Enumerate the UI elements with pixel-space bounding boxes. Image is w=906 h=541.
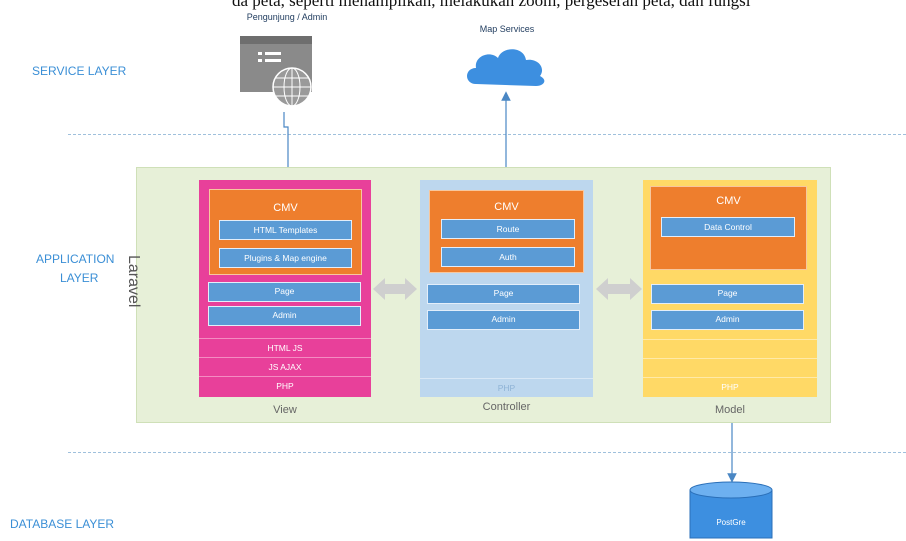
view-column: CMV HTML Templates Plugins & Map engine … bbox=[199, 180, 371, 397]
database-label: PostGre bbox=[716, 518, 746, 527]
view-cmv-title: CMV bbox=[273, 202, 298, 214]
view-band-html-js: HTML JS bbox=[199, 338, 371, 356]
model-label: Model bbox=[715, 404, 745, 416]
service-layer-label: SERVICE LAYER bbox=[32, 64, 127, 78]
controller-cmv: CMV Route Auth bbox=[429, 190, 584, 273]
laravel-label: Laravel bbox=[125, 255, 142, 308]
model-cmv: CMV Data Control bbox=[650, 186, 807, 270]
double-arrow-icon bbox=[373, 278, 417, 300]
auth-item: Auth bbox=[441, 247, 575, 267]
top-text: da peta, seperti menampilkan, melakukan … bbox=[232, 0, 751, 10]
controller-column: CMV Route Auth Page Admin PHP bbox=[420, 180, 593, 397]
double-arrow-icon-2 bbox=[596, 278, 642, 300]
model-admin-item: Admin bbox=[651, 310, 804, 330]
user-label: Pengunjung / Admin bbox=[246, 12, 328, 22]
user-to-view-arrow bbox=[283, 112, 293, 183]
model-column: CMV Data Control Page Admin PHP bbox=[643, 180, 817, 397]
database-layer-label: DATABASE LAYER bbox=[10, 517, 115, 531]
model-cmv-title: CMV bbox=[716, 195, 741, 207]
data-control-item: Data Control bbox=[661, 217, 795, 237]
controller-band-php: PHP bbox=[420, 378, 593, 396]
view-cmv: CMV HTML Templates Plugins & Map engine bbox=[209, 189, 362, 275]
service-application-divider bbox=[68, 134, 906, 135]
application-database-divider bbox=[68, 452, 906, 453]
controller-page-item: Page bbox=[427, 284, 580, 304]
map-services-label: Map Services bbox=[479, 24, 535, 34]
model-band-empty-1 bbox=[643, 339, 817, 357]
plugins-map-engine-item: Plugins & Map engine bbox=[219, 248, 352, 268]
controller-admin-item: Admin bbox=[427, 310, 580, 330]
view-band-js-ajax: JS AJAX bbox=[199, 357, 371, 375]
cloud-icon bbox=[467, 49, 545, 86]
view-band-php: PHP bbox=[199, 376, 371, 394]
html-templates-item: HTML Templates bbox=[219, 220, 352, 240]
controller-cmv-title: CMV bbox=[494, 201, 519, 213]
top-cutoff-text: da peta, seperti menampilkan, melakukan … bbox=[0, 0, 906, 20]
application-layer-label-line1: APPLICATION bbox=[36, 252, 115, 266]
route-item: Route bbox=[441, 219, 575, 239]
view-admin-item: Admin bbox=[208, 306, 361, 326]
model-band-php: PHP bbox=[643, 377, 817, 395]
controller-label: Controller bbox=[482, 401, 531, 413]
model-band-empty-2 bbox=[643, 358, 817, 376]
model-page-item: Page bbox=[651, 284, 804, 304]
application-layer-label-line2: LAYER bbox=[60, 271, 99, 285]
database-icon bbox=[689, 481, 773, 539]
view-page-item: Page bbox=[208, 282, 361, 302]
browser-globe-icon bbox=[240, 36, 312, 107]
view-label: View bbox=[273, 404, 297, 416]
